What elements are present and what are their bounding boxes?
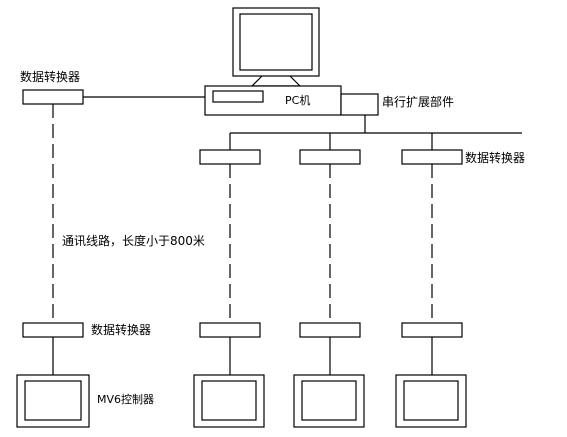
converter-box-top-left [22, 89, 84, 105]
converter-box-bottom-2 [299, 322, 361, 338]
controller-0 [16, 374, 90, 428]
label-converter-top-left: 数据转换器 [20, 70, 81, 84]
comm-lines [52, 104, 433, 323]
serial-expansion-box [340, 93, 379, 116]
converter-box-bottom-1 [199, 322, 261, 338]
controller-3 [395, 374, 467, 428]
converter-box-top-1 [199, 149, 261, 165]
label-controller: MV6控制器 [97, 393, 155, 406]
label-comm-line: 通讯线路，长度小于800米 [62, 234, 205, 248]
label-converter-bottom: 数据转换器 [91, 323, 152, 337]
label-pc: PC机 [285, 94, 311, 107]
converter-box-top-2 [299, 149, 361, 165]
monitor-icon [232, 7, 320, 87]
controller-1 [193, 374, 265, 428]
label-serial-expansion: 串行扩展部件 [382, 95, 455, 109]
label-converter-top-right: 数据转换器 [465, 151, 526, 165]
converter-box-bottom-0 [22, 322, 84, 338]
converter-box-bottom-3 [401, 322, 463, 338]
controller-2 [293, 374, 365, 428]
pc-unit [204, 85, 342, 116]
converter-box-top-3 [401, 149, 463, 165]
